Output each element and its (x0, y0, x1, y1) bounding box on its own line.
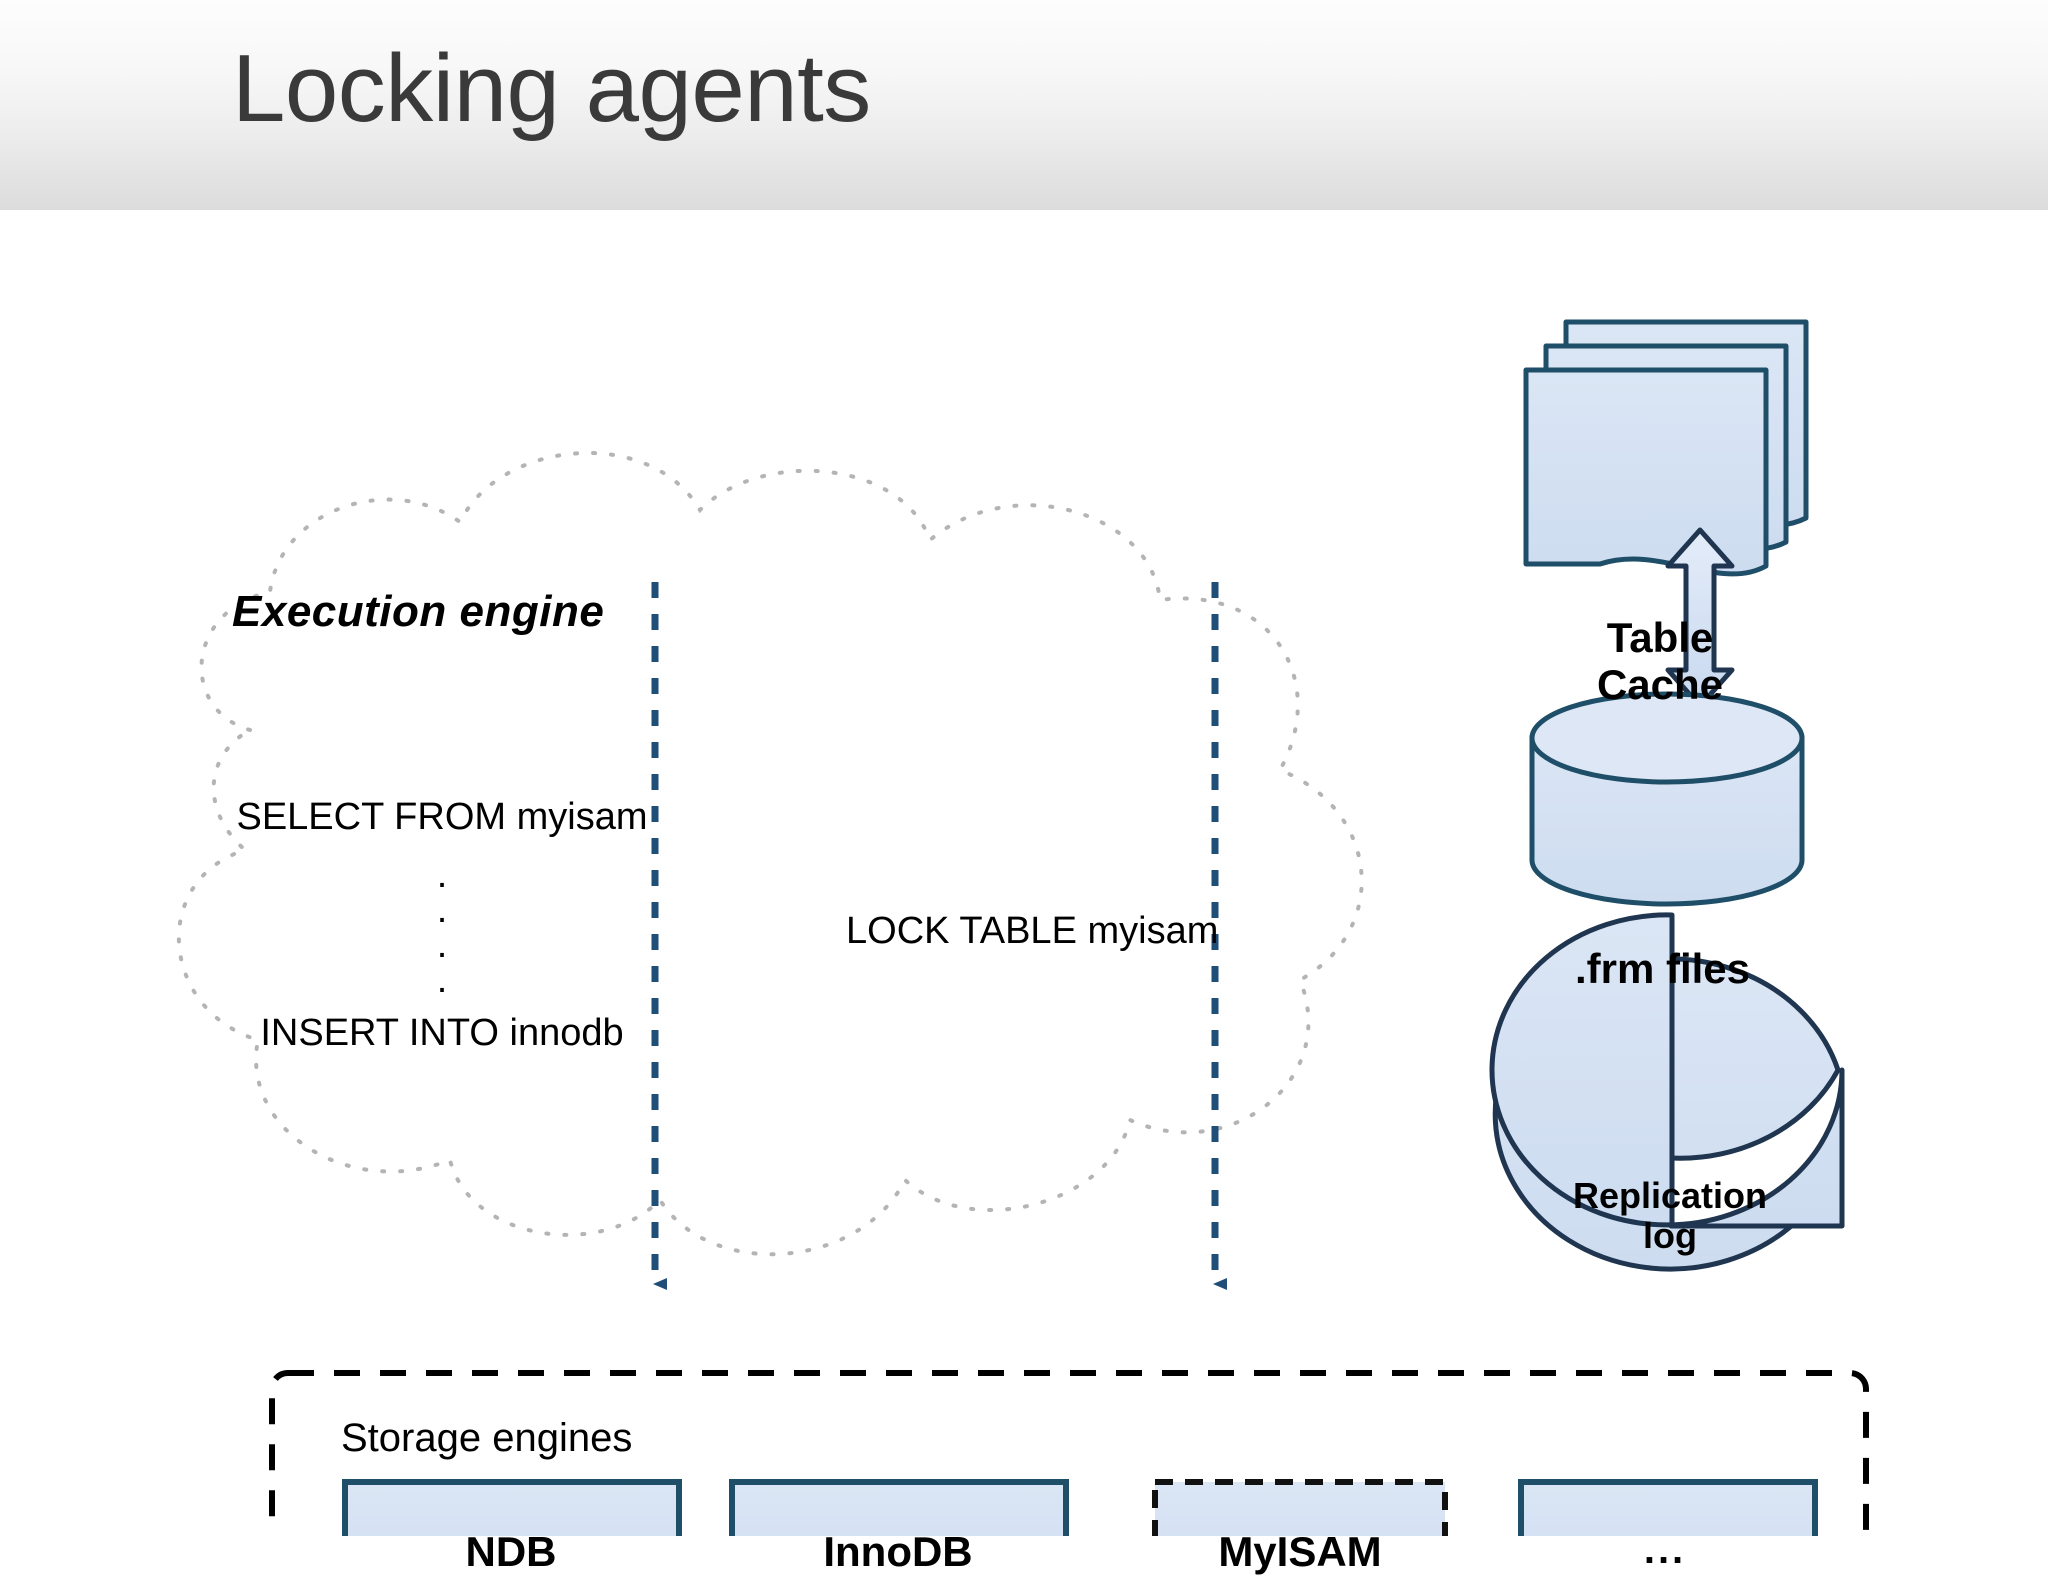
sql-ellipsis-dot-1: . (436, 854, 448, 896)
replication-log-label-line1: Replication (1572, 1175, 1768, 1216)
diagram-canvas: Execution engine SELECT FROM myisam . . … (0, 210, 2048, 1575)
table-cache-label: Table Cache (1545, 614, 1775, 708)
engine-label-innodb: InnoDB (823, 1528, 973, 1575)
engine-label-ndb: NDB (465, 1528, 557, 1575)
storage-engines-label: Storage engines (341, 1416, 633, 1460)
sql-ellipsis-dot-3: . (436, 923, 448, 966)
replication-log-label-line2: log (1643, 1215, 1697, 1257)
frm-files-cylinder (1529, 691, 1805, 907)
lock-table-statement: LOCK TABLE myisam (846, 910, 1219, 952)
sql-statements-block: SELECT FROM myisam . . . . INSERT INTO i… (232, 798, 652, 1052)
table-cache-shape (1523, 319, 1809, 577)
frm-files-label: .frm files (1574, 945, 1751, 992)
execution-engine-label: Execution engine (232, 587, 605, 636)
table-cache-label-line2: Cache (1596, 661, 1724, 709)
sql-line-insert: INSERT INTO innodb (260, 1011, 624, 1054)
replication-log-label: Replication log (1545, 1175, 1795, 1257)
engine-label-myisam: MyISAM (1218, 1528, 1382, 1575)
sql-ellipsis-dot-4: . (436, 958, 448, 1001)
page-title: Locking agents (232, 35, 871, 142)
engine-label-other: ... (1643, 1528, 1687, 1572)
slide-header-bar: Locking agents (0, 0, 2048, 210)
table-cache-label-line1: Table (1606, 614, 1714, 661)
sql-ellipsis-dot-2: . (436, 888, 448, 931)
sql-line-select: SELECT FROM myisam (236, 796, 648, 838)
